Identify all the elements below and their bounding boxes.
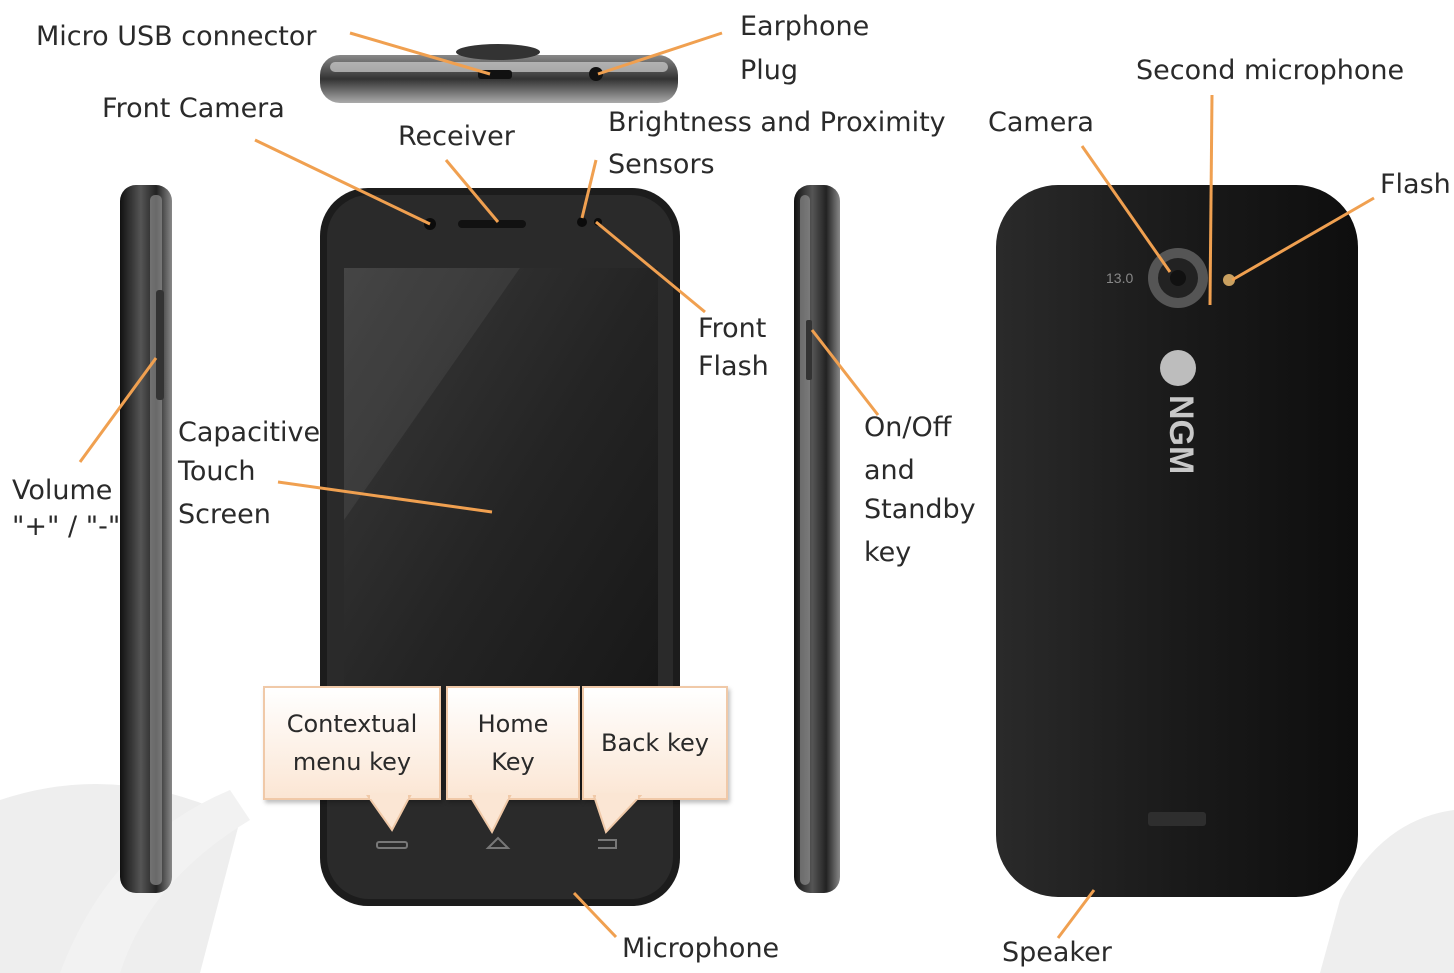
- label-onoff-line3: Standby: [864, 494, 976, 525]
- label-micro-usb: Micro USB connector: [36, 21, 317, 52]
- phone-top-view: [320, 44, 678, 103]
- label-volume-line1: Volume: [12, 475, 113, 506]
- label-front-flash-line1: Front: [698, 313, 767, 344]
- callout-contextual-line1: Contextual: [286, 710, 418, 738]
- receiver-grille: [458, 220, 526, 228]
- label-sensors-line2: Sensors: [608, 149, 715, 180]
- label-earphone-line2: Plug: [740, 55, 799, 86]
- callout-contextual-line2: menu key: [292, 748, 412, 776]
- callout-home-line1: Home: [477, 710, 549, 738]
- contextual-key: [376, 841, 408, 849]
- home-key: [485, 836, 511, 849]
- brand-logo-emblem: [1160, 350, 1196, 386]
- label-earphone-line1: Earphone: [740, 11, 870, 42]
- callout-back-line1: Back key: [601, 729, 709, 757]
- callout-back-key: Back key: [582, 686, 728, 800]
- label-capacitive-line3: Screen: [178, 499, 271, 530]
- label-receiver: Receiver: [398, 121, 515, 152]
- speaker-grille: [1148, 812, 1206, 826]
- brand-logo: NGM: [1162, 395, 1200, 474]
- label-capacitive-line2: Touch: [178, 456, 256, 487]
- phone-left-side: [120, 185, 172, 893]
- label-front-flash-line2: Flash: [698, 351, 769, 382]
- label-volume-line2: "+" / "-": [12, 511, 121, 542]
- label-onoff-line4: key: [864, 537, 912, 568]
- touch-screen: [344, 268, 658, 790]
- label-onoff-line1: On/Off: [864, 412, 952, 443]
- label-microphone: Microphone: [622, 933, 780, 964]
- phone-back: 13.0 NGM: [996, 185, 1358, 897]
- camera-badge: 13.0: [1106, 270, 1133, 286]
- watermark-right: [1320, 810, 1454, 973]
- phone-right-side: [794, 185, 840, 893]
- back-key: [598, 839, 617, 849]
- callout-home-key: Home Key: [446, 686, 580, 800]
- label-camera: Camera: [988, 107, 1094, 138]
- power-button: [806, 320, 812, 380]
- label-speaker: Speaker: [1002, 937, 1112, 968]
- label-flash: Flash: [1380, 169, 1451, 200]
- callout-home-line2: Key: [491, 748, 535, 776]
- leader-lines: [78, 31, 1375, 939]
- label-sensors-line1: Brightness and Proximity: [608, 107, 946, 138]
- volume-buttons: [156, 290, 164, 400]
- label-front-camera: Front Camera: [102, 93, 285, 124]
- flash-led: [1223, 274, 1235, 286]
- label-second-microphone: Second microphone: [1136, 55, 1405, 86]
- label-capacitive-line1: Capacitive: [178, 417, 321, 448]
- earphone-jack: [589, 67, 603, 81]
- callout-contextual-menu-key: Contextual menu key: [263, 686, 441, 800]
- label-onoff-line2: and: [864, 455, 915, 486]
